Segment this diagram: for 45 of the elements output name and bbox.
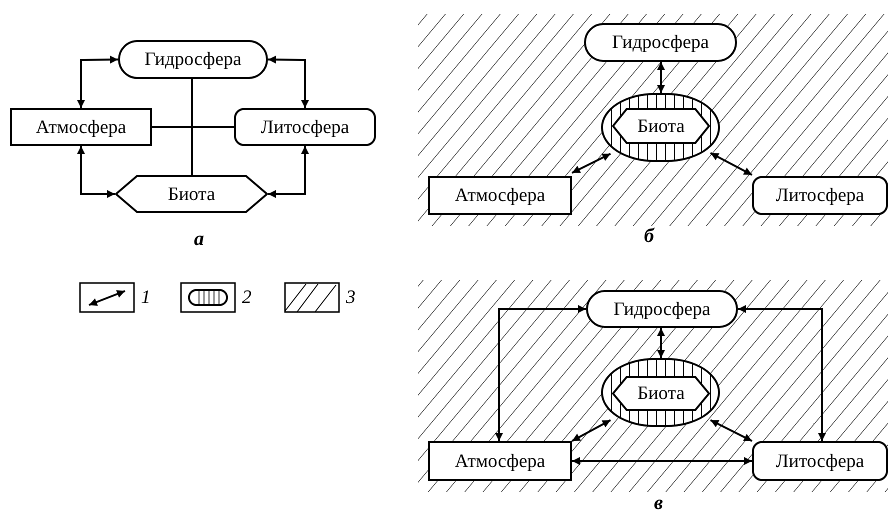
- panel-label: в: [654, 493, 663, 513]
- panel-label: б: [644, 226, 654, 246]
- arrow: [77, 56, 118, 108]
- node-label: Биота: [637, 384, 685, 403]
- arrow: [738, 305, 826, 441]
- panel-label: а: [194, 229, 204, 249]
- rounded-box: [752, 176, 888, 215]
- node-label: Гидросфера: [144, 50, 242, 69]
- node-label: Биота: [168, 184, 216, 204]
- node-label: Атмосфера: [454, 186, 546, 205]
- arrow: [657, 328, 665, 358]
- rounded-box: [752, 441, 888, 481]
- arrow: [268, 56, 309, 108]
- arrow: [268, 146, 309, 198]
- connector-line: [191, 79, 193, 175]
- connector-line: [152, 126, 234, 128]
- node-label: Литосфера: [260, 118, 350, 136]
- node-label: Атмосфера: [36, 118, 126, 136]
- rounded-box: [234, 108, 376, 146]
- node-label: Литосфера: [776, 452, 864, 470]
- arrow: [710, 152, 752, 176]
- arrow: [657, 62, 665, 93]
- pill-node: [586, 290, 738, 328]
- arrow: [572, 457, 752, 465]
- pill-node: [584, 23, 737, 62]
- node-label: Литосфера: [776, 186, 864, 205]
- legend-label: 1: [141, 288, 150, 307]
- node-label: Гидросфера: [612, 33, 709, 52]
- legend-label: 2: [242, 288, 252, 307]
- hexagon-node: [612, 376, 710, 411]
- process-box: [428, 441, 572, 481]
- node-label: Гидросфера: [614, 300, 710, 318]
- hexagon-node: [612, 108, 710, 144]
- arrow: [77, 146, 115, 198]
- arrow: [495, 305, 586, 441]
- pill-node: [118, 40, 268, 79]
- node-label: Биота: [637, 116, 685, 136]
- arrow: [710, 419, 752, 442]
- arrow: [572, 419, 611, 442]
- arrow: [572, 152, 611, 174]
- process-box: [10, 108, 152, 146]
- legend-label: 3: [346, 288, 356, 307]
- node-label: Атмосфера: [454, 452, 546, 470]
- hexagon-node: [115, 175, 268, 213]
- process-box: [428, 176, 572, 215]
